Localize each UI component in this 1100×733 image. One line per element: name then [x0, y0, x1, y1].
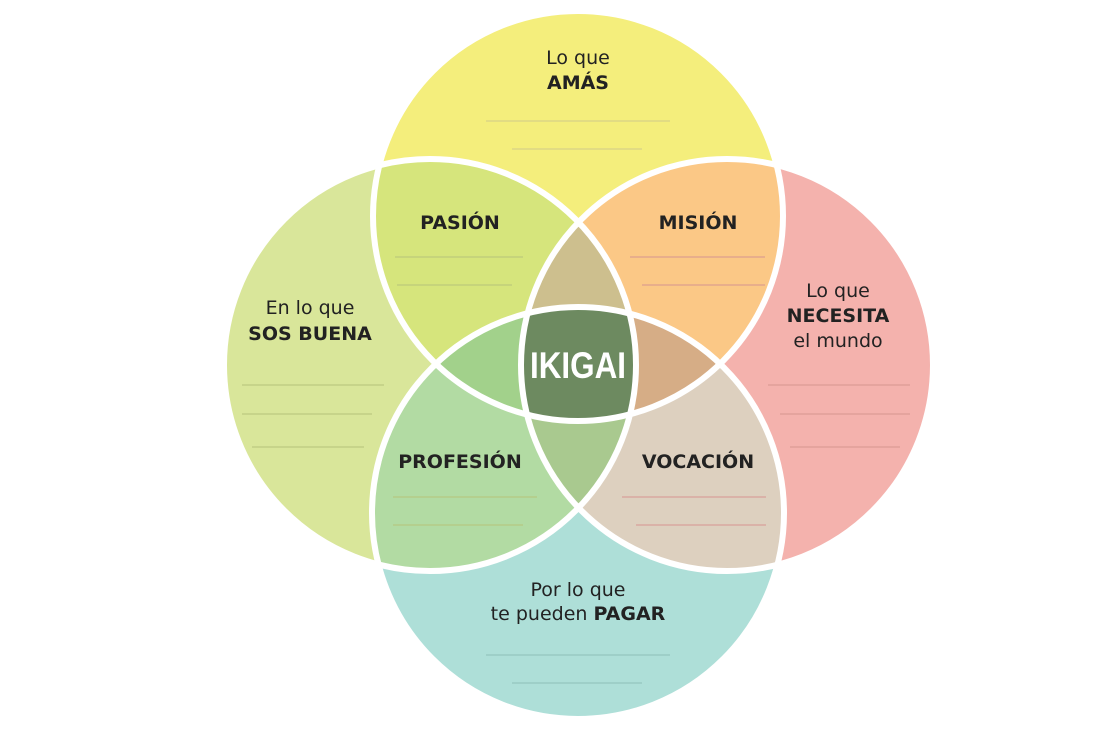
top-circle-line1: Lo que: [546, 47, 610, 69]
right-circle-line3: el mundo: [793, 330, 882, 352]
top-circle-title: AMÁS: [547, 71, 609, 94]
bottom-circle-line1: Por lo que: [531, 579, 626, 601]
label-ikigai: IKIGAI: [530, 345, 626, 386]
label-pasion: PASIÓN: [420, 210, 500, 234]
label-mision: MISIÓN: [659, 210, 738, 234]
right-circle-title: NECESITA: [787, 305, 890, 327]
label-vocacion: VOCACIÓN: [642, 449, 754, 473]
left-circle-title: SOS BUENA: [248, 323, 372, 345]
writing-lines: [242, 120, 910, 684]
left-circle-line1: En lo que: [266, 297, 355, 319]
bottom-circle-line2: te pueden PAGAR: [491, 603, 666, 625]
bottom-circle-title: PAGAR: [593, 603, 665, 625]
circle-outlines: [221, 8, 936, 722]
bottom-circle-line2-text: te pueden: [491, 603, 594, 625]
right-circle-line1: Lo que: [806, 280, 870, 302]
label-profesion: PROFESIÓN: [398, 449, 521, 473]
